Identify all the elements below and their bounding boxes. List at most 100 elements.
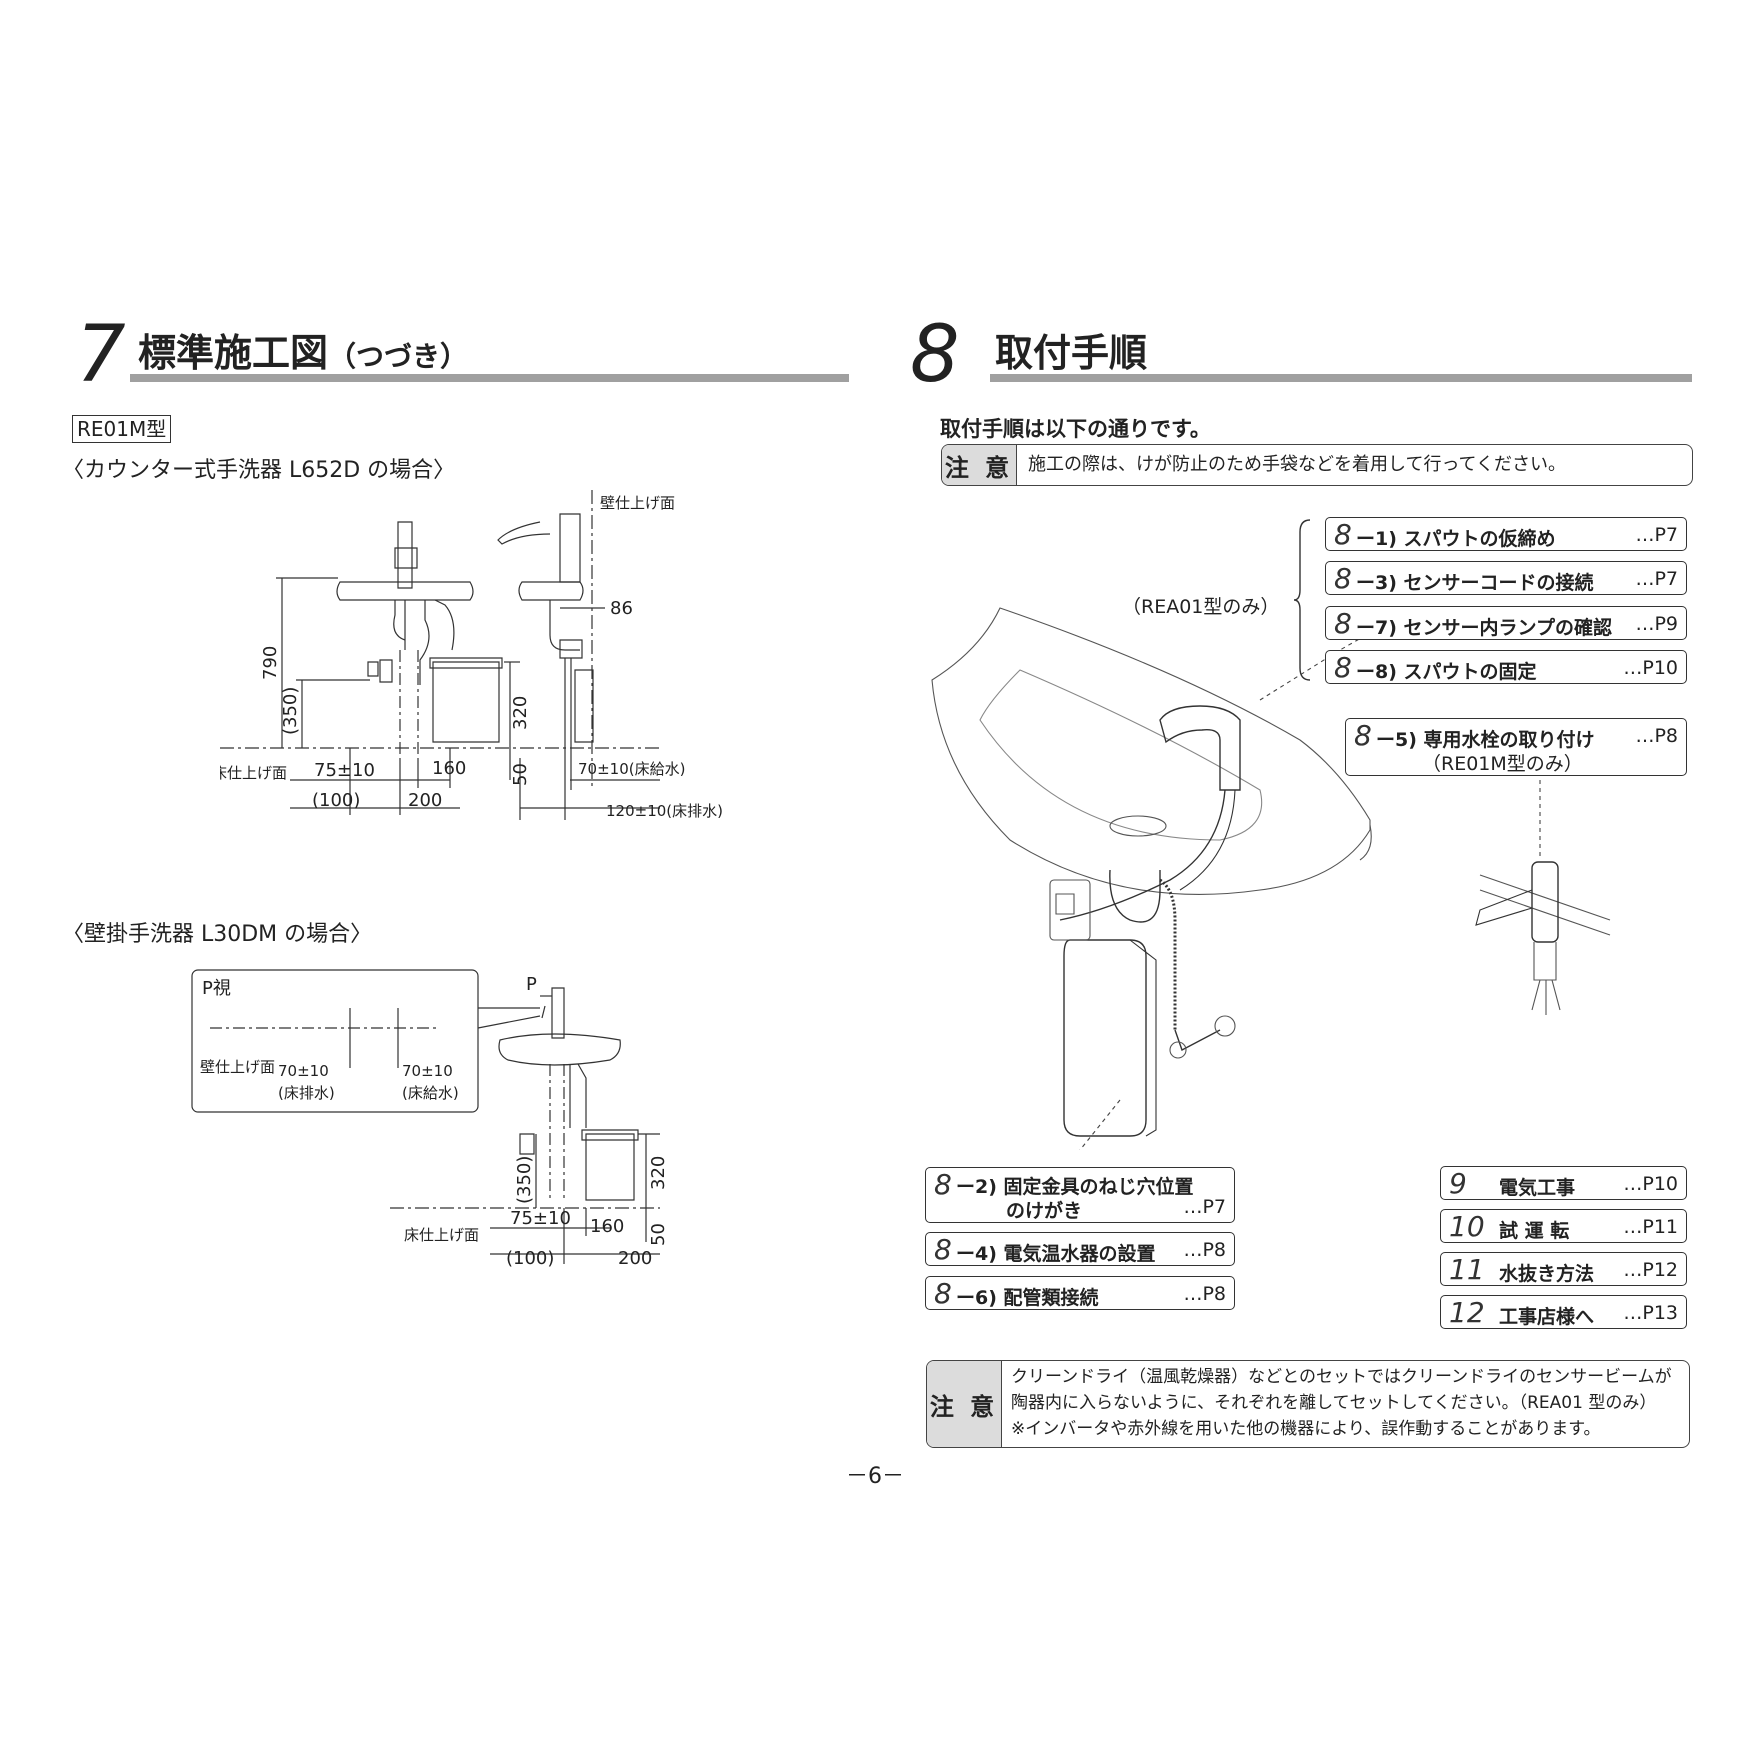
counter-installation-drawing: 壁仕上げ面 床仕上げ面 790 (350) 320 86 75±10 160 5… — [220, 490, 723, 820]
step-8-2-label: ー2) 固定金具のねじ穴位置 — [956, 1176, 1194, 1198]
intro-text: 取付手順は以下の通りです。 — [940, 417, 1211, 441]
counter-dim-160: 160 — [432, 758, 466, 779]
wall-dim-350: (350) — [514, 1156, 535, 1204]
step-8-3: 8 ー3) センサーコードの接続 …P7 — [1325, 561, 1687, 595]
p-mark: P — [526, 974, 537, 995]
step-10: 10 試 運 転 …P11 — [1440, 1209, 1687, 1243]
counter-dim-200: 200 — [408, 790, 442, 811]
step-8-7-num: 8 — [1334, 607, 1352, 640]
counter-caption: 〈カウンター式手洗器 L652D の場合〉 — [62, 458, 456, 483]
step-8-4: 8 ー4) 電気温水器の設置 …P8 — [925, 1232, 1235, 1266]
step-9-num: 9 — [1449, 1167, 1467, 1200]
section-7-title-text: 標準施工図 — [138, 331, 329, 375]
pview-dim-70-supply: 70±10 — [402, 1062, 453, 1080]
pview-drain-label: (床排水) — [278, 1084, 335, 1102]
counter-dim-120-drain: 120±10(床排水) — [606, 802, 723, 820]
step-8-6: 8 ー6) 配管類接続 …P8 — [925, 1276, 1235, 1310]
caution-bottom-line-3: ※インバータや赤外線を用いた他の機器により、誤作動することがあります。 — [1011, 1419, 1601, 1439]
counter-dim-50: 50 — [510, 763, 531, 786]
counter-dim-790: 790 — [260, 646, 281, 680]
step-8-2-label2: のけがき — [1006, 1200, 1083, 1222]
step-8-5: 8 ー5) 専用水栓の取り付け …P8 （RE01M型のみ） — [1345, 718, 1687, 776]
step-8-8: 8 ー8) スパウトの固定 …P10 — [1325, 650, 1687, 684]
caution-top: 注 意 施工の際は、けが防止のため手袋などを着用して行ってください。 — [941, 444, 1693, 486]
step-12: 12 工事店様へ …P13 — [1440, 1295, 1687, 1329]
step-12-page: …P13 — [1623, 1302, 1678, 1324]
step-8-4-page: …P8 — [1183, 1239, 1226, 1261]
step-10-label: 試 運 転 — [1499, 1220, 1570, 1242]
counter-floor-finish: 床仕上げ面 — [220, 764, 287, 782]
step-8-8-num: 8 — [1334, 651, 1352, 684]
step-11-label: 水抜き方法 — [1499, 1263, 1595, 1285]
step-8-4-num: 8 — [934, 1233, 952, 1266]
caution-bottom-line-1: クリーンドライ（温風乾燥器）などとのセットではクリーンドライのセンサービームが — [1011, 1367, 1672, 1387]
step-8-2-num: 8 — [934, 1168, 952, 1201]
wall-installation-drawing: P視 P 壁仕上げ面 70±10 (床排水) 70±10 (床給水) (350)… — [190, 968, 669, 1269]
step-8-1-label: ー1) スパウトの仮締め — [1356, 528, 1556, 550]
step-8-7-label: ー7) センサー内ランプの確認 — [1356, 617, 1612, 639]
wall-dim-100: (100) — [506, 1248, 554, 1269]
step-8-3-page: …P7 — [1635, 568, 1678, 590]
step-11-page: …P12 — [1623, 1259, 1678, 1281]
step-8-2: 8 ー2) 固定金具のねじ穴位置 のけがき …P7 — [925, 1167, 1235, 1223]
step-11-num: 11 — [1449, 1253, 1485, 1286]
step-8-6-label: ー6) 配管類接続 — [956, 1287, 1099, 1309]
step-8-6-page: …P8 — [1183, 1283, 1226, 1305]
step-8-5-label: ー5) 専用水栓の取り付け — [1376, 729, 1595, 751]
pview-wall-finish: 壁仕上げ面 — [200, 1058, 275, 1076]
section-7-title-suffix: （つづき） — [328, 340, 469, 373]
step-12-num: 12 — [1449, 1296, 1485, 1329]
rea-only-note: （REA01型のみ） — [1122, 596, 1280, 618]
step-12-label: 工事店様へ — [1499, 1306, 1595, 1328]
step-8-7: 8 ー7) センサー内ランプの確認 …P9 — [1325, 606, 1687, 640]
step-8-8-page: …P10 — [1623, 657, 1678, 679]
wall-floor-finish: 床仕上げ面 — [404, 1226, 479, 1244]
wall-dim-50: 50 — [648, 1223, 669, 1246]
section-7-number: 7 — [76, 310, 126, 400]
caution-bottom-line-2: 陶器内に入らないように、それぞれを離してセットしてください。（REA01 型のみ… — [1011, 1393, 1657, 1413]
counter-wall-finish: 壁仕上げ面 — [600, 494, 675, 512]
step-8-1-page: …P7 — [1635, 524, 1678, 546]
step-8-4-label: ー4) 電気温水器の設置 — [956, 1243, 1156, 1265]
step-9: 9 電気工事 …P10 — [1440, 1166, 1687, 1200]
caution-top-label: 注 意 — [942, 445, 1017, 485]
step-9-page: …P10 — [1623, 1173, 1678, 1195]
section-7-rule — [130, 374, 849, 382]
counter-dim-70-supply: 70±10(床給水) — [578, 760, 685, 778]
step-8-5-sub: （RE01M型のみ） — [1422, 753, 1583, 775]
section-8-number: 8 — [910, 310, 960, 400]
caution-top-text: 施工の際は、けが防止のため手袋などを着用して行ってください。 — [1028, 454, 1567, 475]
step-8-1-num: 8 — [1334, 518, 1352, 551]
pview-supply-label: (床給水) — [402, 1084, 459, 1102]
counter-dim-350: (350) — [280, 687, 301, 735]
wall-dim-160: 160 — [590, 1216, 624, 1237]
step-8-6-num: 8 — [934, 1277, 952, 1310]
pview-dim-70-drain: 70±10 — [278, 1062, 329, 1080]
step-10-page: …P11 — [1623, 1216, 1678, 1238]
model-tag: RE01M型 — [72, 415, 172, 443]
step-8-7-page: …P9 — [1635, 613, 1678, 635]
counter-dim-75: 75±10 — [314, 760, 375, 781]
p-view-label: P視 — [202, 978, 231, 999]
section-8-title: 取付手順 — [995, 331, 1148, 375]
step-8-2-page: …P7 — [1183, 1196, 1226, 1218]
step-8-1: 8 ー1) スパウトの仮締め …P7 — [1325, 517, 1687, 551]
step-8-5-page: …P8 — [1635, 725, 1678, 747]
step-10-num: 10 — [1449, 1210, 1485, 1243]
step-8-5-num: 8 — [1354, 719, 1372, 752]
step-9-label: 電気工事 — [1499, 1177, 1576, 1199]
wall-dim-75: 75±10 — [510, 1208, 571, 1229]
counter-dim-100: (100) — [312, 790, 360, 811]
section-7-title: 標準施工図（つづき） — [138, 334, 468, 372]
step-8-3-num: 8 — [1334, 562, 1352, 595]
step-11: 11 水抜き方法 …P12 — [1440, 1252, 1687, 1286]
bracket-brace — [1292, 518, 1312, 682]
page-number: －6－ — [846, 1464, 904, 1489]
wall-dim-320: 320 — [648, 1156, 669, 1190]
wall-dim-200: 200 — [618, 1248, 652, 1269]
step-8-3-label: ー3) センサーコードの接続 — [1356, 572, 1594, 594]
section-8-rule — [990, 374, 1692, 382]
caution-bottom: 注 意 クリーンドライ（温風乾燥器）などとのセットではクリーンドライのセンサービ… — [926, 1360, 1690, 1448]
caution-bottom-label: 注 意 — [927, 1361, 1002, 1447]
counter-dim-86: 86 — [610, 598, 633, 619]
